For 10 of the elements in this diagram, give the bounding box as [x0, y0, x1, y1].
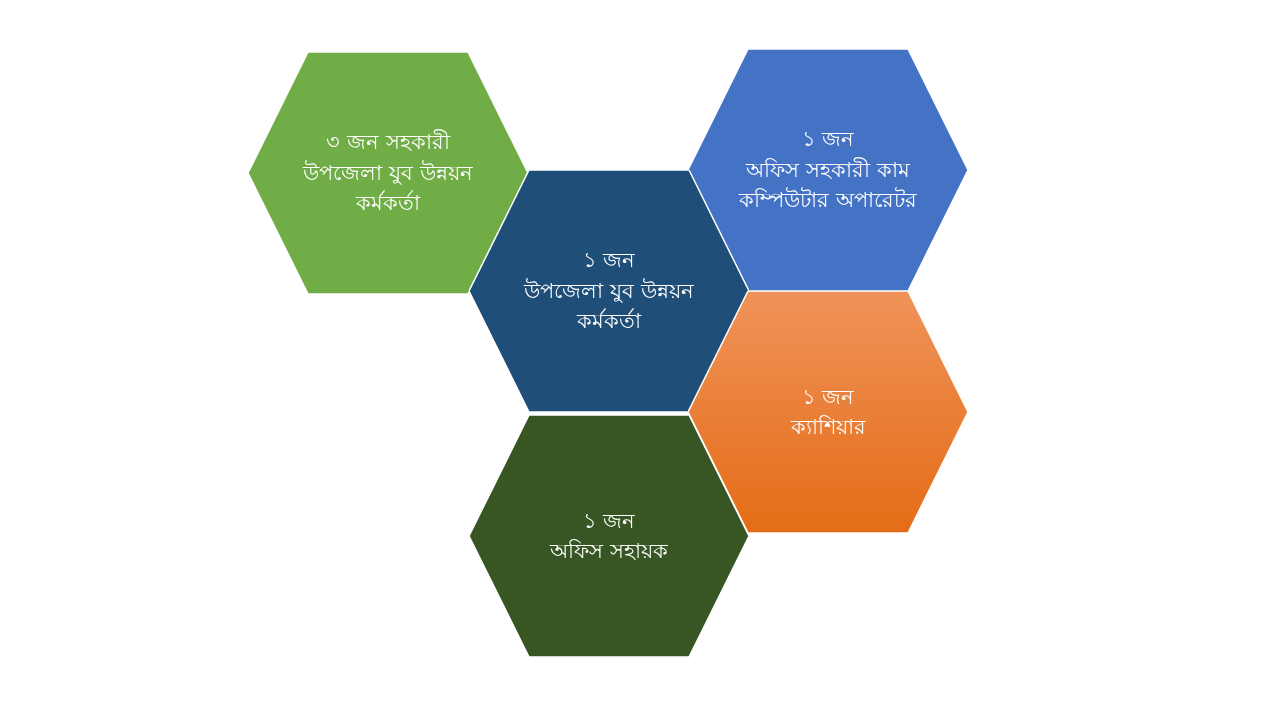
hexagon-text: ক্যাশিয়ার [790, 414, 866, 441]
hexagon-text: উপজেলা যুব উন্নয়ন কর্মকর্তা [522, 277, 695, 336]
hexagon-text: ১ জন [582, 507, 636, 535]
hexagon-text: ৩ জন সহকারী উপজেলা যুব উন্নয়ন কর্মকর্তা [301, 128, 474, 218]
hexagon-text: অফিস সহায়ক [550, 538, 668, 565]
hexagon-text: ১ জন [582, 247, 636, 275]
hexagon-text: ১ জন [801, 383, 855, 411]
hexagon-text: অফিস সহকারী কাম কম্পিউটার অপারেটর [738, 156, 918, 215]
hexagon-shape [469, 415, 749, 657]
hexagon-text: ১ জন [801, 126, 855, 154]
